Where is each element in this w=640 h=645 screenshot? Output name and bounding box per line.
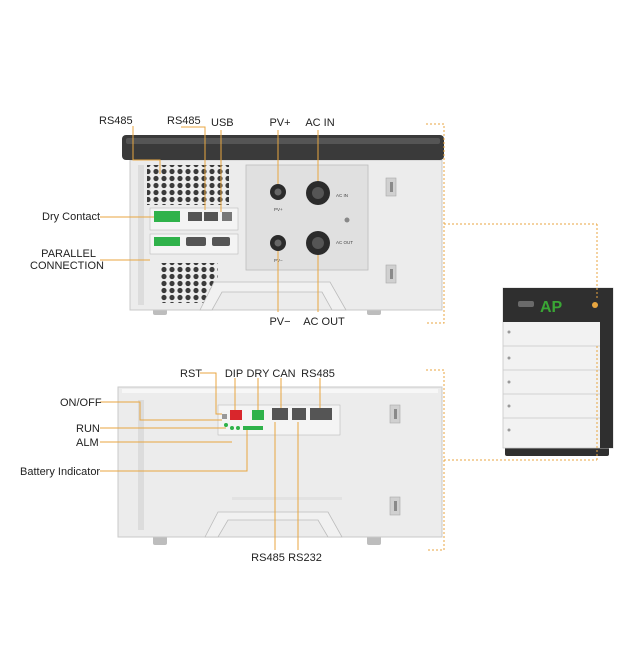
label-rs485-bottom: RS485	[251, 552, 285, 564]
panel-text-ac-out: AC OUT	[336, 240, 353, 245]
label-dry-contact: Dry Contact	[42, 211, 101, 223]
label-pv-plus: PV+	[269, 117, 291, 129]
battery-stack: AP	[502, 287, 614, 456]
label-rst: RST	[180, 368, 202, 380]
parallel-terminal	[154, 237, 180, 246]
can-port	[272, 408, 288, 420]
label-dip: DIP	[224, 368, 244, 380]
top-unit: AC IN AC OUT PV+ PV−	[122, 135, 444, 315]
panel-text-pv-plus: PV+	[274, 207, 283, 212]
label-battery-indicator: Battery Indicator	[20, 466, 101, 478]
stack-brand: AP	[540, 299, 563, 316]
battery-indicator-bar	[243, 426, 263, 430]
rs485-port	[310, 408, 332, 420]
label-on-off: ON/OFF	[60, 397, 102, 409]
leader-lines	[100, 126, 321, 550]
connection-panel	[245, 164, 369, 271]
label-can: CAN	[272, 368, 296, 380]
label-rs485-mid: RS485	[167, 115, 201, 127]
label-alm: ALM	[76, 437, 99, 449]
label-run: RUN	[76, 423, 100, 435]
dip-switch	[230, 410, 242, 420]
bottom-unit	[117, 386, 443, 545]
label-rs485-top: RS485	[301, 368, 335, 380]
label-rs485-left: RS485	[99, 115, 133, 127]
label-usb: USB	[211, 117, 234, 129]
rs232-port	[292, 408, 306, 420]
panel-text-ac-in: AC IN	[336, 193, 348, 198]
top-vent-upper	[147, 165, 229, 205]
label-dry: DRY	[246, 368, 270, 380]
rst-button	[222, 414, 227, 419]
dashed-brackets	[426, 123, 598, 551]
dry-contact-terminal	[154, 211, 180, 222]
label-rs232: RS232	[288, 552, 322, 564]
label-ac-in: AC IN	[305, 117, 335, 129]
label-ac-out: AC OUT	[303, 316, 345, 328]
panel-text-pv-minus: PV−	[274, 258, 283, 263]
dry-terminal	[252, 410, 264, 420]
run-led	[224, 423, 228, 427]
label-pv-minus: PV−	[269, 316, 291, 328]
label-parallel-connection: PARALLEL CONNECTION	[30, 248, 104, 272]
alm-led	[230, 426, 234, 430]
